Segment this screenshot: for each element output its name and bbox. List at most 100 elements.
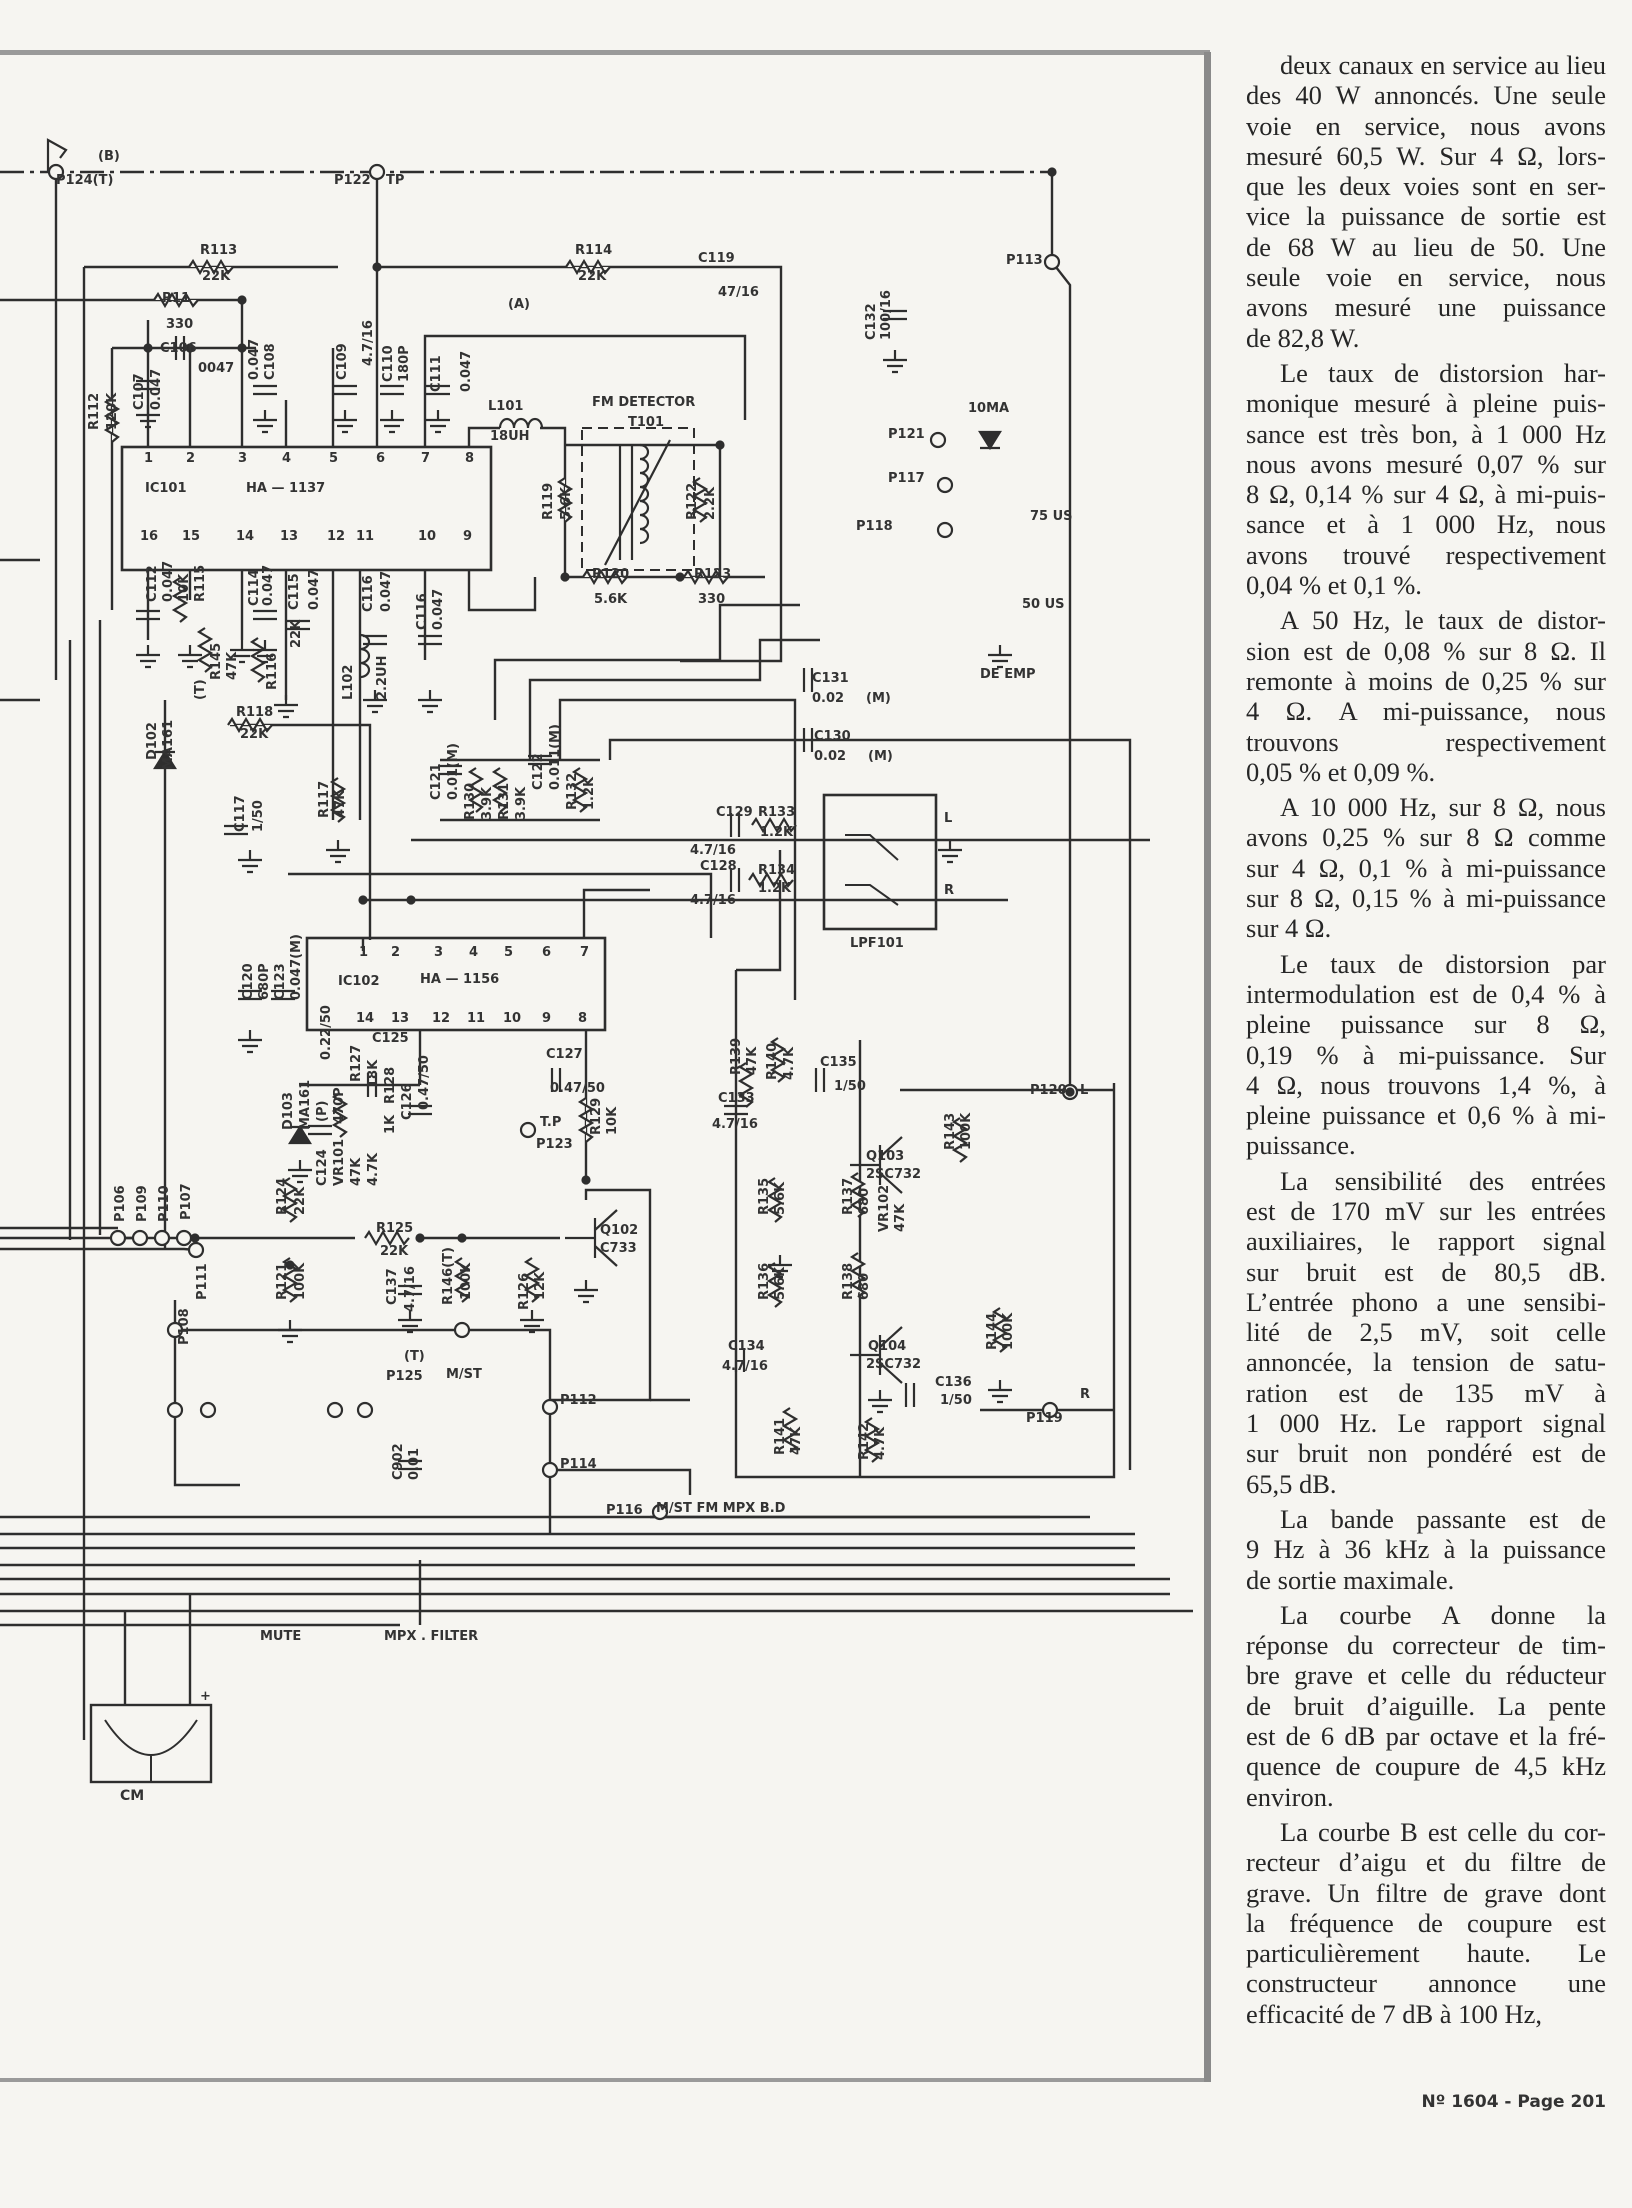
- text-line: grave. Un filtre de grave dont: [1246, 1877, 1606, 1908]
- ground-icon: [363, 690, 387, 714]
- component-label: 50 US: [1022, 597, 1065, 612]
- component-label: 5.6K: [773, 1181, 788, 1215]
- terminal-icon: [326, 1401, 344, 1419]
- component-label: R115: [193, 565, 208, 602]
- schematic-frame-bottom: [0, 2078, 1210, 2082]
- terminal-icon: [109, 1229, 127, 1247]
- component-label: P125: [386, 1369, 423, 1384]
- component-label: 1K: [383, 1114, 398, 1134]
- component-label: 22K: [578, 269, 607, 284]
- capacitor-symbol: [528, 754, 552, 766]
- capacitor-symbol: [438, 764, 462, 776]
- resistor-symbol: [103, 397, 121, 443]
- resistor-symbol: [751, 816, 797, 834]
- component-label: D103: [281, 1092, 296, 1130]
- resistor-symbol: [781, 1407, 799, 1453]
- text-line: seule voie en service, nous: [1246, 262, 1606, 293]
- capacitor-symbol: [802, 728, 814, 752]
- component-label: MA161: [161, 720, 176, 770]
- component-label: 5.6K: [559, 486, 574, 520]
- component-label: R: [1080, 1387, 1090, 1402]
- component-label: 0.011(M): [548, 724, 563, 790]
- text-line: la fréquence de coupure est: [1246, 1907, 1606, 1938]
- ground-icon: [574, 1280, 598, 1304]
- component-label: C116: [361, 575, 376, 612]
- terminal-icon: [1041, 1401, 1059, 1419]
- component-label: C135: [820, 1055, 857, 1070]
- resistor-symbol: [153, 291, 199, 309]
- ground-icon: [274, 695, 298, 719]
- component-label: 22K: [289, 619, 304, 648]
- component-label: 12K: [533, 1271, 548, 1300]
- component-label: 4.7/16: [690, 893, 736, 908]
- component-label: 4.7K: [366, 1152, 381, 1186]
- text-line: auxiliaires, le rapport signal: [1246, 1226, 1606, 1257]
- terminal-icon: [453, 1321, 471, 1339]
- fm-detector-transformer: [604, 439, 671, 566]
- inductor-symbol: [359, 633, 371, 679]
- wire: [1050, 172, 1072, 1092]
- junction-dot: [237, 295, 247, 305]
- component-label: 2SC732: [866, 1357, 921, 1372]
- component-label: 680P: [257, 963, 272, 1000]
- component-label: LPF101: [850, 936, 904, 951]
- component-label: 100K: [293, 1262, 308, 1300]
- resistor-symbol: [849, 1252, 867, 1298]
- text-line: avons mesuré une puissance: [1246, 292, 1606, 323]
- text-line: intermodulation est de 0,4 % à: [1246, 978, 1606, 1009]
- component-label: T101: [628, 415, 664, 430]
- component-label: 13: [280, 529, 298, 544]
- component-label: IC101: [145, 481, 187, 496]
- component-label: (T): [404, 1349, 425, 1364]
- component-label: R137: [841, 1178, 856, 1215]
- terminal-icon: [651, 1503, 669, 1521]
- component-label: 11: [356, 529, 374, 544]
- junction-dot: [237, 343, 247, 353]
- text-line: recteur d’aigu et du filtre de: [1246, 1847, 1606, 1878]
- component-label: 470P: [332, 1087, 347, 1124]
- component-label: C107: [132, 373, 147, 410]
- component-label: 100K: [459, 1262, 474, 1300]
- ground-icon: [230, 640, 254, 664]
- capacitor-symbol: [253, 609, 277, 621]
- capacitor-symbol: [550, 1068, 562, 1092]
- text-line: remonte à moins de 0,25 % sur: [1246, 665, 1606, 696]
- text-line: sur 8 Ω, 0,15 % à mi-puissance: [1246, 883, 1606, 914]
- component-label: 2.2UH: [375, 656, 390, 700]
- component-label: M/ST: [446, 1367, 482, 1382]
- junction-dot: [415, 1233, 425, 1243]
- wire: [288, 872, 713, 938]
- resistor-symbol: [737, 1062, 755, 1108]
- component-label: 14: [356, 1011, 374, 1026]
- resistor-symbol: [571, 767, 589, 813]
- wire: [467, 570, 537, 612]
- resistor-symbol: [863, 1417, 881, 1463]
- component-label: Q103: [866, 1149, 904, 1164]
- component-label: C132: [864, 303, 879, 340]
- resistor-symbol: [556, 477, 574, 523]
- wire: [582, 888, 650, 938]
- component-label: 7: [421, 451, 430, 466]
- ground-icon: [238, 850, 262, 874]
- ic102-body: [305, 936, 607, 1032]
- ground-icon: [333, 410, 357, 434]
- ground-icon: [768, 1255, 792, 1279]
- component-label: P120: [1030, 1083, 1067, 1098]
- component-label: 3.9K: [514, 786, 529, 820]
- paragraph: La courbe B est celle du cor-recteur d’a…: [1246, 1817, 1606, 2029]
- resistor-symbol: [364, 1229, 410, 1247]
- ground-icon: [988, 645, 1012, 669]
- component-label: 11: [467, 1011, 485, 1026]
- component-label: C114: [247, 569, 262, 606]
- text-line: vice la puissance de sortie est: [1246, 201, 1606, 232]
- paragraph: A 50 Hz, le taux de distor-sion est de 0…: [1246, 605, 1606, 787]
- component-label: R123: [694, 567, 731, 582]
- ground-icon: [136, 405, 160, 429]
- ground-icon: [238, 1030, 262, 1054]
- component-label: R128: [383, 1067, 398, 1104]
- component-label: 180P: [397, 345, 412, 382]
- component-label: 4.7/16: [690, 843, 736, 858]
- junction-dot: [143, 343, 153, 353]
- text-line: environ.: [1246, 1781, 1334, 1812]
